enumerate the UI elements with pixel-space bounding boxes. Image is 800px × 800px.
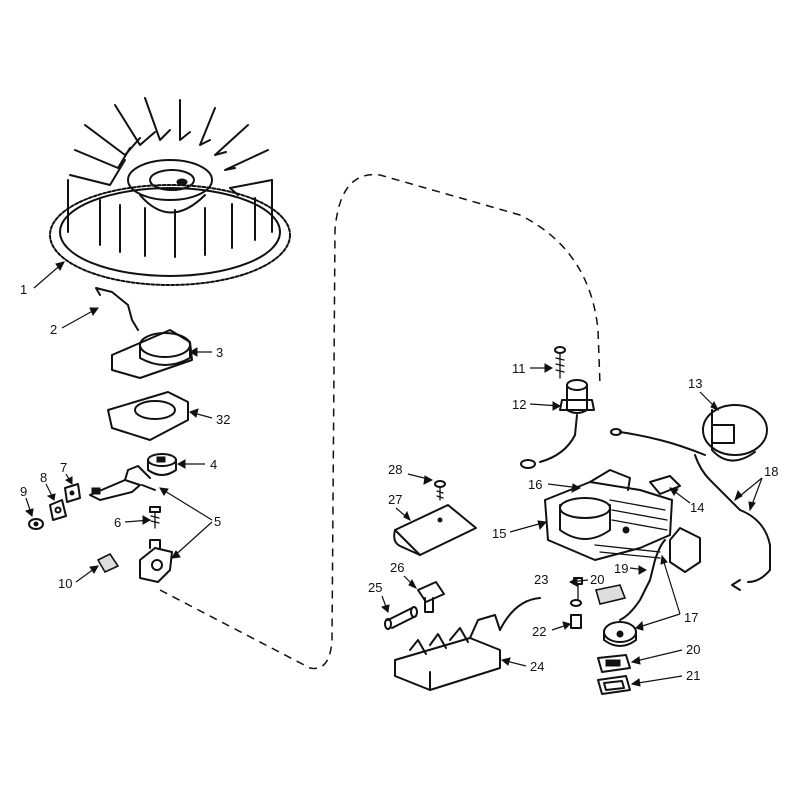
terminal-part	[597, 675, 631, 695]
callout-18: 18	[764, 464, 778, 479]
breaker-cam-part	[147, 453, 177, 476]
callout-12: 12	[512, 397, 526, 412]
flywheel-part	[49, 97, 291, 286]
callout-32: 32	[216, 412, 230, 427]
plug-part	[417, 581, 445, 613]
callout-7: 7	[60, 460, 67, 475]
callout-5: 5	[214, 514, 221, 529]
callout-24: 24	[530, 659, 544, 674]
callout-23: 23	[534, 572, 548, 587]
high-tension-lead-part	[694, 454, 771, 591]
callout-4: 4	[210, 457, 217, 472]
leader-lines	[24, 261, 763, 687]
breaker-screw-part	[149, 506, 161, 529]
callout-10: 10	[58, 576, 72, 591]
callout-19: 19	[614, 561, 628, 576]
callout-15: 15	[492, 526, 506, 541]
callout-1: 1	[20, 282, 27, 297]
callout-2: 2	[50, 322, 57, 337]
callout-25: 25	[368, 580, 382, 595]
callout-14: 14	[690, 500, 704, 515]
callout-20a: 20	[590, 572, 604, 587]
terminal-block-part	[394, 597, 541, 691]
cover-screw-part	[434, 480, 446, 501]
ground-switch-part	[603, 527, 701, 647]
breaker-points-part	[89, 465, 156, 501]
fuse-part	[384, 606, 418, 630]
callout-8: 8	[40, 470, 47, 485]
shield-part	[111, 329, 193, 379]
lock-plate-part	[49, 499, 67, 521]
nut-part	[28, 518, 44, 530]
switch-bracket-part	[570, 577, 627, 629]
callout-13: 13	[688, 376, 702, 391]
gasket-plate-part	[107, 391, 189, 441]
breaker-base-part	[139, 539, 173, 583]
felt-part	[96, 552, 120, 574]
cover-part	[393, 504, 477, 556]
armature-part	[544, 469, 673, 561]
ignition-coil-part	[610, 404, 768, 462]
callout-20b: 20	[686, 642, 700, 657]
callout-17: 17	[684, 610, 698, 625]
spring-clip-part	[95, 287, 139, 331]
callout-16: 16	[528, 477, 542, 492]
callout-28: 28	[388, 462, 402, 477]
coil-clip-part	[649, 475, 681, 495]
condenser-screw-part	[554, 346, 566, 379]
callout-27: 27	[388, 492, 402, 507]
callout-3: 3	[216, 345, 223, 360]
callout-22: 22	[532, 624, 546, 639]
callout-6: 6	[114, 515, 121, 530]
callout-21: 21	[686, 668, 700, 683]
callout-11: 11	[512, 361, 526, 376]
callout-26: 26	[390, 560, 404, 575]
callout-labels: 1 2 3 32 4 5 6 7 8 9 10 11 12 13 14 15 1…	[20, 282, 778, 683]
insulator-part	[597, 654, 631, 673]
callout-9: 9	[20, 484, 27, 499]
washer-part	[64, 483, 81, 503]
condenser-part	[520, 379, 595, 469]
